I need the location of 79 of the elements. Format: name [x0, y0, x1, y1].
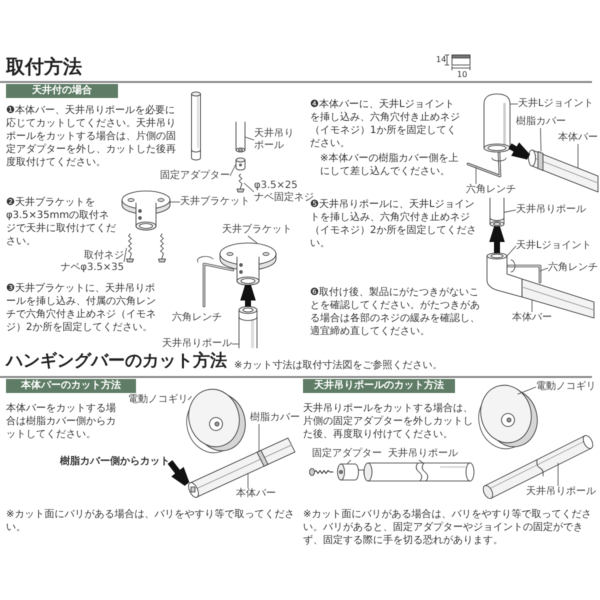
part-label: 本体バー: [236, 488, 276, 500]
part-label: 電動ノコギリ: [128, 394, 188, 406]
instruction-text: 天井吊りポールをカットする場合は、片側の固定アダプターを外しカットした後、再度取り付けてください。: [303, 402, 474, 441]
part-label: 天井吊りポール: [516, 204, 586, 216]
l-joint-drawing: [486, 252, 522, 298]
circular-saw-drawing: [186, 388, 246, 454]
section-banner: 本体バーのカット方法: [6, 379, 136, 393]
leader-line: [258, 424, 260, 452]
circular-saw-drawing: [478, 384, 538, 450]
instruction-text: ❷天井ブラケットをφ3.5×35mmの取付ネジで天井に取付けてください。: [6, 196, 117, 248]
part-label: 六角レンチ: [548, 262, 598, 274]
part-label: 取付ネジ: [83, 250, 124, 262]
cut-direction-text: 樹脂カバー側からカット: [60, 456, 170, 468]
instruction-text: ※カット面にバリがある場合は、バリをやすり等で取ってください。バリがあると、固定アダプターやジョイントの固定ができず、固定する際に手を切る恐れがあります。: [303, 508, 592, 547]
part-label: 本体バー: [512, 312, 552, 324]
adapter-drawing: [236, 158, 246, 170]
leader-line: [540, 268, 548, 272]
bracket-drawing: [220, 242, 276, 286]
leader-line: [418, 460, 424, 464]
instruction-text: ※本体バーの樹脂カバー側を上にして差し込んでください。: [320, 152, 460, 178]
leader-line: [244, 136, 254, 140]
instruction-text: ※カット寸法は取付寸法図をご参照ください。: [234, 359, 442, 372]
instruction-text: ❹本体バーに、天井Lジョイントを挿し込み、六角穴付き止めネジ（イモネジ）1か所を固定してください。: [310, 98, 461, 150]
part-label: 本体バー: [558, 132, 598, 144]
part-label: 固定アダプター: [312, 448, 382, 460]
screw-drawing: [236, 174, 244, 192]
pole-drawing: [364, 462, 474, 482]
instruction-text: ※カット面にバリがある場合は、バリをやすり等で取ってください。: [6, 508, 296, 534]
leader-line: [244, 182, 254, 192]
part-label: 六角レンチ: [172, 312, 222, 324]
part-label: φ3.5×25: [254, 180, 299, 192]
part-label: 天井吊りポール: [162, 338, 232, 350]
hex-wrench-drawing: [466, 152, 506, 178]
dimension-value: 10: [457, 70, 468, 80]
bracket-drawing: [122, 190, 170, 230]
cover-ring-drawing: [256, 450, 268, 467]
adapter-drawing: [337, 464, 364, 480]
instruction-text: ❶本体バー、天井吊りポールを必要に応じてカットしてください。天井吊りポールをカットする場合は、片側の固定アダプターを外し、カットした後再度取付けてください。: [6, 104, 176, 169]
pole-drawing: [238, 306, 258, 348]
section-banner: 天井吊りポールのカット方法: [303, 379, 455, 393]
leader-line: [517, 386, 536, 395]
page-title: 取付方法: [6, 55, 82, 79]
bar-drawing: [528, 150, 598, 192]
part-label: 天井吊りポール: [526, 486, 596, 498]
part-label: 樹脂カバー: [250, 412, 300, 424]
section-banner: 天井付の場合: [6, 84, 118, 98]
leader-line: [506, 246, 516, 258]
part-label: 六角レンチ: [466, 184, 516, 196]
instruction-text: 本体バーをカットする場合は樹脂カバー側からカットしてください。: [6, 402, 117, 441]
leader-line: [124, 248, 127, 262]
leader-line: [504, 210, 516, 213]
leader-line: [346, 460, 352, 464]
hex-wrench-drawing: [506, 260, 542, 284]
part-label: ナベφ3.5×35: [60, 262, 124, 274]
part-label: 天井Lジョイント: [516, 240, 592, 252]
part-label: 樹脂カバー: [516, 116, 566, 128]
part-label: 天井ブラケット: [180, 196, 250, 208]
section-heading: ハンギングバーのカット方法: [6, 350, 227, 372]
instruction-text: ❸天井ブラケットに、天井吊りポールを挿し込み、付属の六角レンチで六角穴付き止めネジ（イモネジ）2か所を固定してください。: [6, 282, 157, 334]
leader-line: [188, 396, 192, 400]
screw-drawing: [126, 234, 134, 262]
bar-drawing: [188, 438, 296, 498]
dimension-value: 14: [436, 55, 446, 65]
part-label: 天井吊りポール: [254, 128, 296, 152]
pole-drawing: [490, 198, 504, 227]
part-label: 天井Lジョイント: [518, 98, 594, 110]
leader-line: [248, 236, 258, 244]
cover-ring-drawing: [538, 151, 544, 171]
leader-line: [230, 164, 236, 176]
pole-drawing: [236, 122, 246, 152]
part-label: 天井ブラケット: [222, 224, 292, 236]
screw-drawing: [309, 468, 334, 476]
part-label: 天井吊りポール: [388, 448, 458, 460]
part-label: 固定アダプター: [160, 170, 230, 182]
part-label: 電動ノコギリ: [536, 381, 596, 393]
instruction-text: ❻取付け後、製品にがたつきがないことを確認してください。がたつきがある場合は各部のネジの緩みを確認し、適宜締め直してください。: [310, 286, 480, 338]
l-joint-drawing: [484, 94, 510, 152]
instruction-text: ❺天井吊りポールに、天井Lジョイントを挿し込み、六角穴付き止めネジ（イモネジ）2か所を固定してください。: [310, 198, 478, 250]
leader-line: [540, 128, 542, 152]
